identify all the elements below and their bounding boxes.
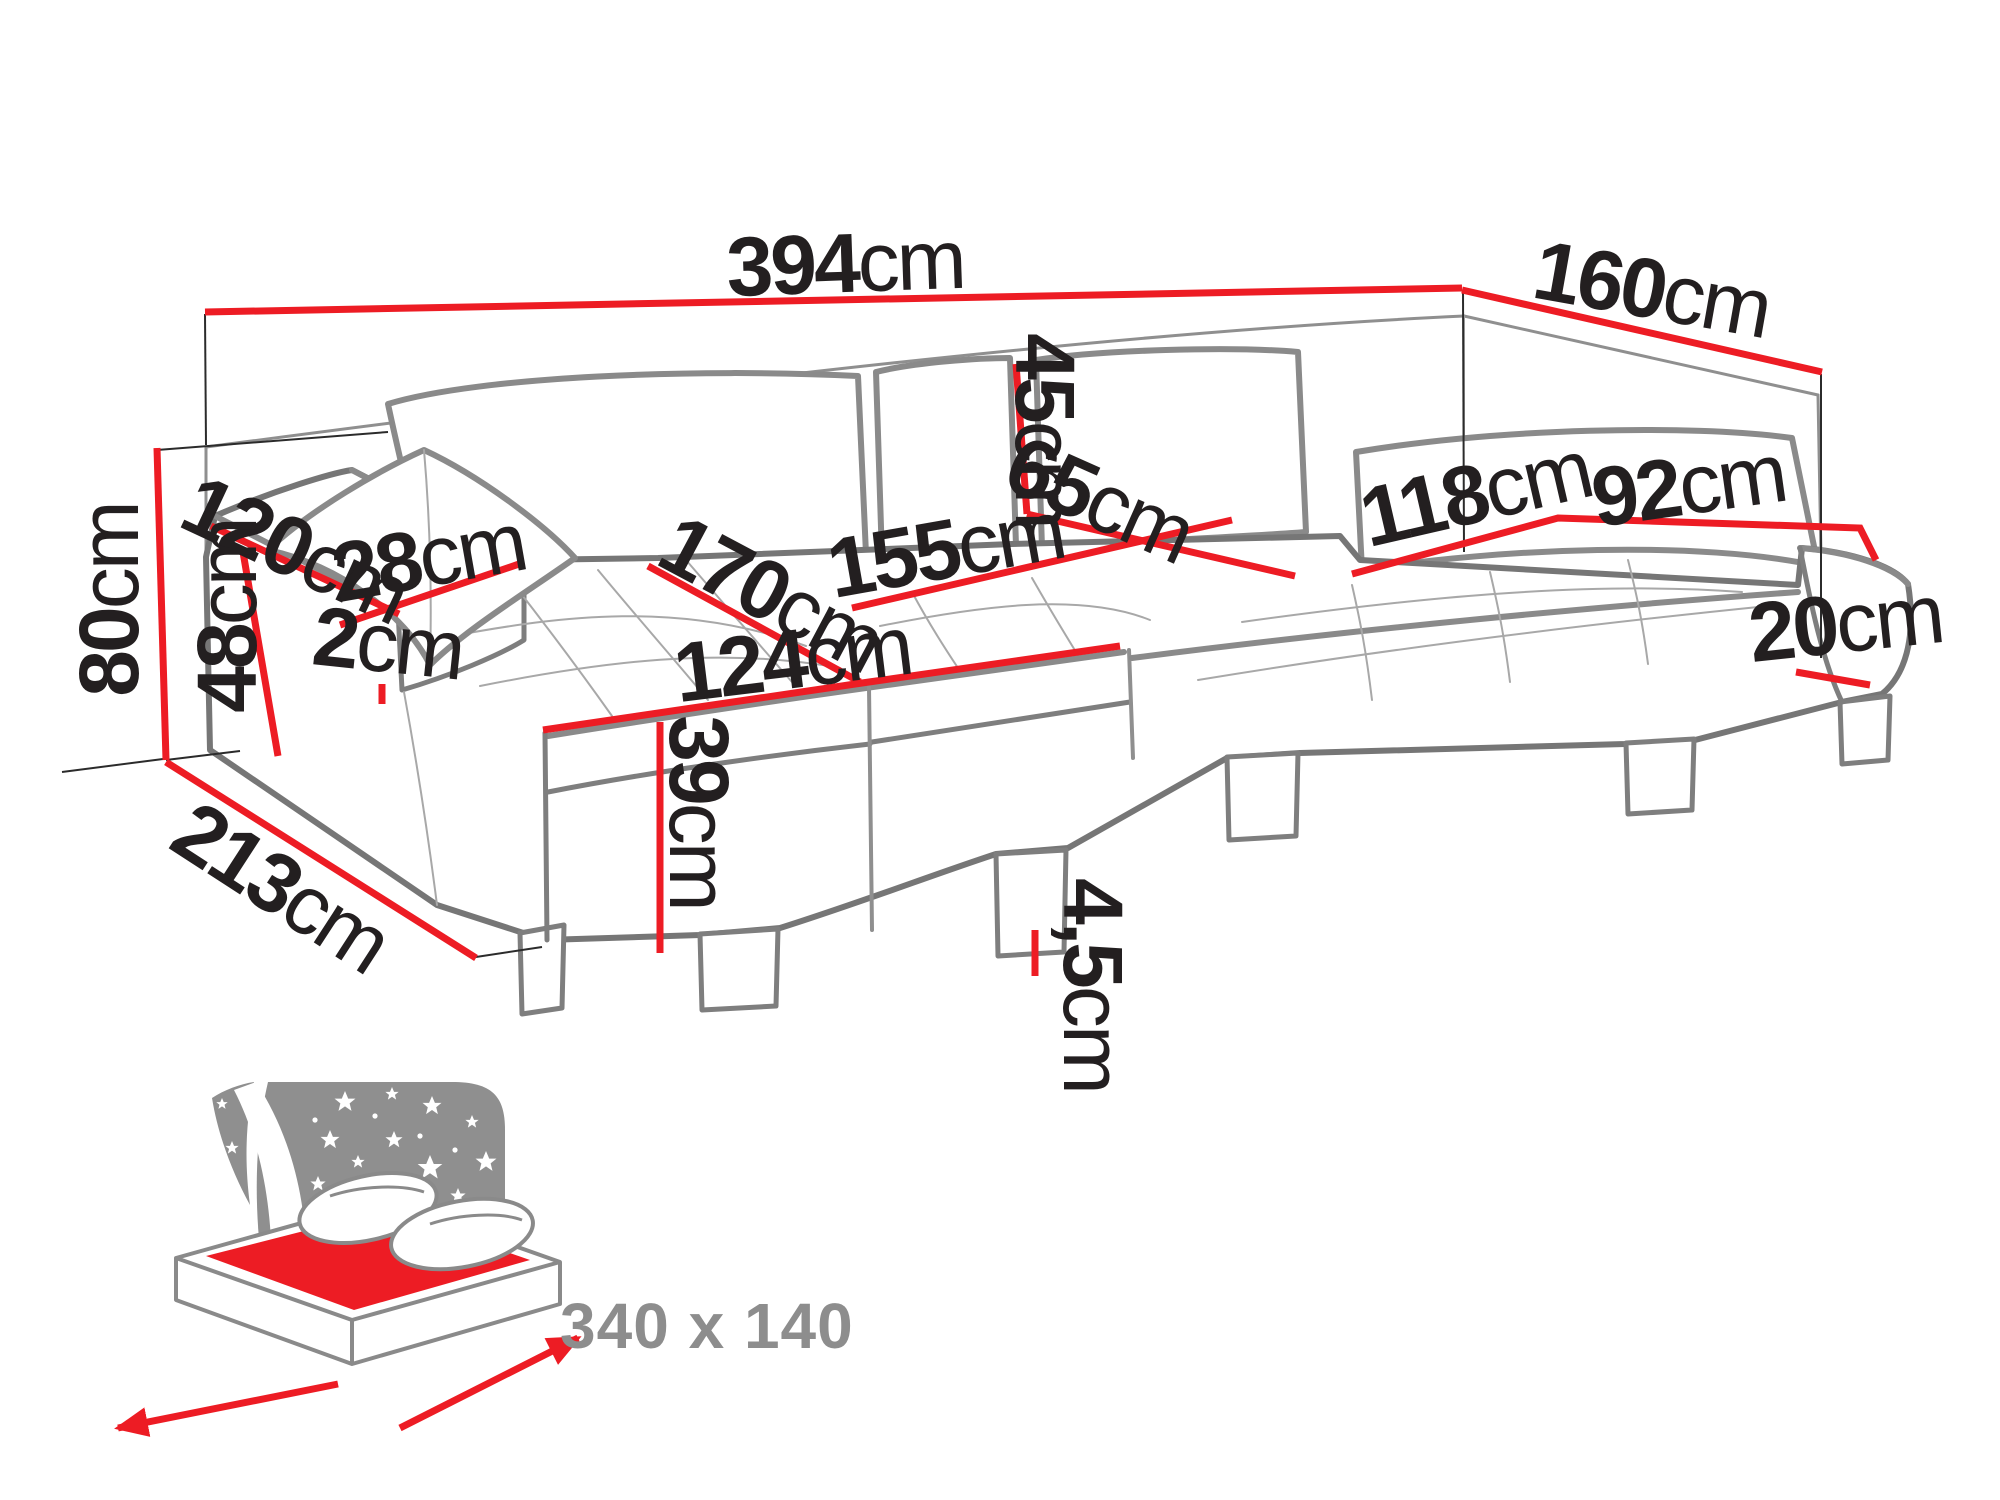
- svg-text:155cm: 155cm: [820, 482, 1070, 616]
- dim-label-seat-height: 39cm: [652, 715, 746, 908]
- dim-label-middle-seat-width: 155cm: [820, 482, 1070, 616]
- right-armrest-inner-edge: [1797, 545, 1845, 705]
- svg-text:394cm: 394cm: [725, 212, 965, 314]
- svg-text:39cm: 39cm: [652, 715, 746, 908]
- dim-line-chaise-front-width: [542, 642, 1121, 734]
- sleeping-area-size-label: 340 x 140: [560, 1290, 854, 1362]
- svg-text:160cm: 160cm: [1527, 222, 1777, 356]
- dim-line-armrest-width: [338, 559, 524, 629]
- dim-label-chaise-front-width: 124cm: [669, 598, 916, 720]
- witness-line: [156, 431, 389, 451]
- svg-text:48cm: 48cm: [180, 519, 274, 712]
- dim-line-backrest-height: [1012, 363, 1031, 515]
- svg-text:28cm: 28cm: [325, 494, 532, 620]
- dim-line-right-side-depth: [1461, 286, 1823, 376]
- witness-line: [165, 750, 241, 761]
- dimension-labels: 394cm 160cm 80cm 120cm 28cm 48cm 2cm 170…: [62, 212, 1946, 1092]
- dim-line-seat-depth: [1026, 510, 1296, 580]
- seat-tufting-lines: [451, 559, 1769, 717]
- sofa-drawing: [203, 314, 1914, 1017]
- decorative-pillow: [265, 447, 578, 668]
- right-armrest-top-edge: [1797, 545, 1911, 587]
- witness-line: [1462, 290, 1465, 553]
- front-face-seam: [867, 685, 874, 932]
- dim-label-leg-height: 4,5cm: [1046, 878, 1140, 1092]
- sofa-leg: [1837, 693, 1893, 767]
- dim-line-armrest-height: [239, 551, 282, 757]
- dimension-lines: [153, 284, 1880, 976]
- pillow-fold: [429, 1213, 523, 1226]
- sofa-leg: [993, 847, 1069, 959]
- svg-text:2cm: 2cm: [309, 588, 468, 697]
- sofa-leg: [697, 926, 781, 1013]
- svg-text:124cm: 124cm: [669, 598, 916, 720]
- sofa-leg: [1224, 750, 1301, 843]
- witness-line: [61, 758, 164, 773]
- svg-text:20cm: 20cm: [1744, 566, 1946, 680]
- bed-width-arrow: [114, 1380, 339, 1437]
- sofa-leg: [517, 922, 567, 1017]
- dim-label-armrest-gap: 2cm: [309, 588, 468, 697]
- dim-line-left-side-depth: [164, 759, 478, 961]
- dim-line-middle-seat-width: [851, 516, 1233, 612]
- sleeping-area-icon: 340 x 140: [114, 1082, 854, 1437]
- chaise-side-seam: [403, 691, 438, 906]
- dim-label-right-chaise-width: 92cm: [1586, 425, 1791, 545]
- armrest-front-face: [395, 557, 527, 693]
- dim-label-right-armrest-width: 20cm: [1744, 566, 1946, 680]
- right-wall-top-edge: [1462, 314, 1820, 397]
- svg-text:80cm: 80cm: [62, 503, 156, 696]
- chaise-front-corner-edge: [542, 730, 550, 943]
- dim-label-armrest-height: 48cm: [180, 519, 274, 712]
- dim-label-armrest-width: 28cm: [325, 494, 532, 620]
- pillow-fold: [329, 1185, 425, 1198]
- dim-line-back-height: [153, 447, 170, 761]
- seat-front-edge: [545, 649, 1127, 739]
- chaise-cushion-side-bottom: [545, 741, 873, 795]
- front-face-seam-right: [1127, 648, 1135, 760]
- witness-line: [475, 946, 543, 958]
- right-chaise-front-edge: [1129, 589, 1801, 661]
- witness-line: [204, 313, 207, 446]
- dim-label-backrest-height: 45cm: [998, 333, 1092, 526]
- dim-line-right-seat: [1351, 514, 1880, 578]
- svg-text:4,5cm: 4,5cm: [1046, 878, 1140, 1092]
- dim-line-right-armrest-width: [1795, 668, 1871, 689]
- dim-label-total-width: 394cm: [725, 212, 965, 314]
- dim-line-armrest-length: [209, 522, 401, 618]
- middle-cushion-side-bottom: [869, 699, 1133, 745]
- dim-line-total-width: [204, 284, 1463, 316]
- svg-text:45cm: 45cm: [998, 333, 1092, 526]
- extension-lines: [61, 290, 1822, 958]
- sofa-legs: [517, 693, 1893, 1017]
- dim-label-right-side-depth: 160cm: [1527, 222, 1777, 356]
- bed-length-arrow: [398, 1334, 582, 1432]
- sofa-leg: [1623, 736, 1697, 817]
- fold-out-bed-mattress: [174, 1171, 562, 1366]
- svg-text:92cm: 92cm: [1586, 425, 1791, 545]
- dim-line-chaise-length: [646, 562, 862, 686]
- dim-label-back-height: 80cm: [62, 503, 156, 696]
- sofa-internal-edges: [212, 467, 1911, 943]
